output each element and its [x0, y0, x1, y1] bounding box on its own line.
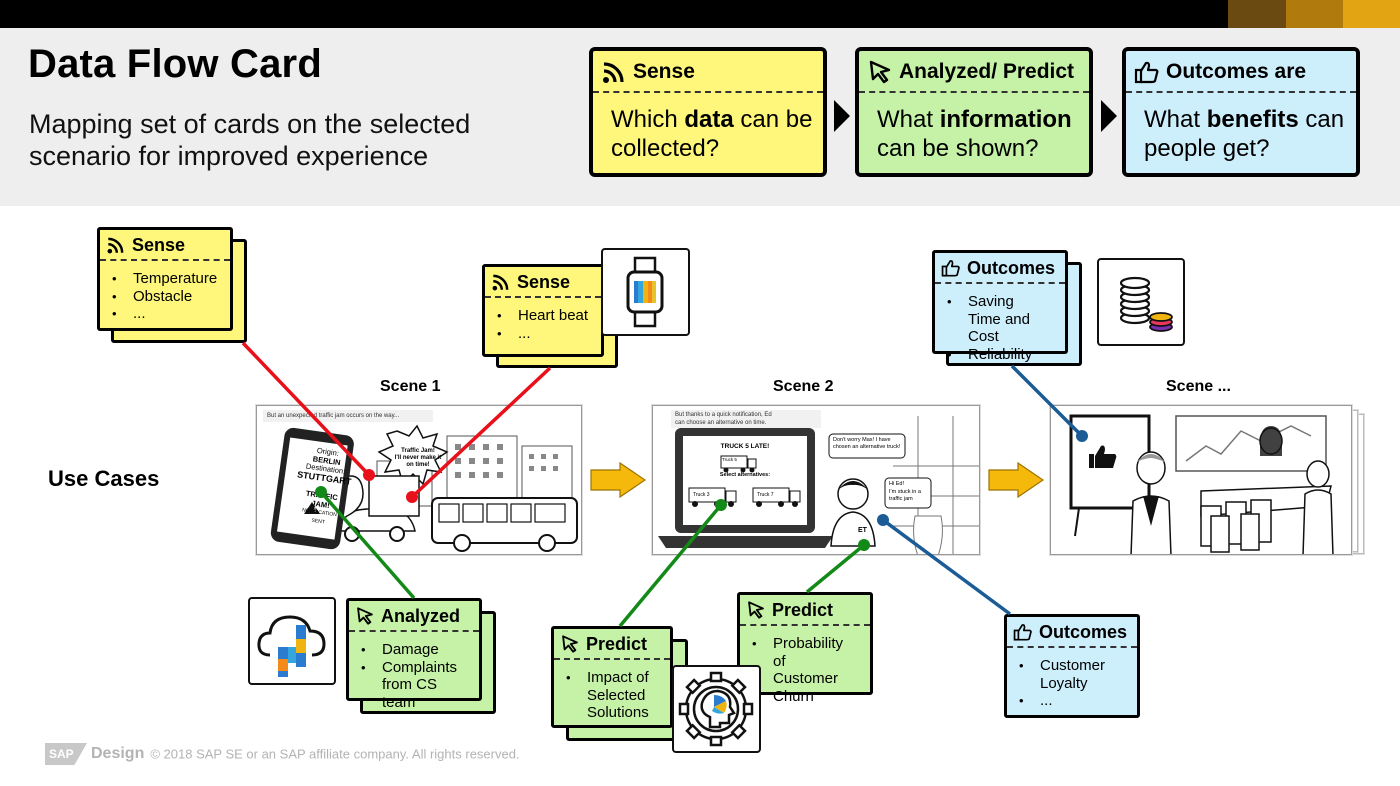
- sap-logo: SAP: [45, 743, 87, 765]
- truck-label: Truck 5: [722, 457, 737, 462]
- card-list: Heart beat ...: [485, 298, 601, 342]
- speech-bubble-text: Hi Ed! I'm stuck in a traffic jam: [889, 481, 921, 502]
- gear-head-icon: [672, 665, 761, 753]
- card-title: Sense: [132, 235, 186, 255]
- rss-icon: [107, 237, 124, 254]
- list-item: ...: [1019, 692, 1137, 710]
- legend-card-body: Which data can be collected?: [611, 106, 813, 162]
- card-title: Predict: [772, 600, 834, 620]
- flow-arrow: [988, 462, 1044, 498]
- legend-card-body: What benefits can people get?: [1144, 106, 1345, 162]
- color-swatch: [1286, 0, 1343, 28]
- laptop-screen-title: TRUCK 5 LATE!: [720, 443, 770, 450]
- list-item: Obstacle: [112, 288, 230, 306]
- analyzed-card: Analyzed Damage Complaints from CS team: [346, 598, 482, 711]
- outcomes-card-2: Outcomes Customer Loyalty ...: [1004, 614, 1140, 718]
- legend-arrow: [834, 100, 850, 132]
- card-list: Temperature Obstacle ...: [100, 261, 230, 323]
- outcomes-card-1: Outcomes Saving Time and Cost Reliabilit…: [932, 250, 1068, 363]
- laptop-screen-subtitle: Select alternatives:: [719, 472, 771, 478]
- top-bar: [0, 0, 1400, 28]
- rss-icon: [603, 62, 624, 83]
- thumbs-up-icon: [1013, 624, 1032, 641]
- scene-3-drawing: [1069, 414, 1334, 554]
- scene-label: Scene 1: [380, 378, 441, 395]
- sense-card-2: Sense Heart beat ...: [482, 264, 604, 357]
- svg-text:!: !: [314, 507, 316, 514]
- list-item: ...: [497, 325, 601, 343]
- list-item: Saving Time and Cost: [947, 293, 1045, 346]
- thumbs-up-icon: [1134, 61, 1159, 84]
- legend-card-body: What information can be shown?: [877, 106, 1072, 162]
- truck-label: Truck 7: [757, 492, 774, 498]
- card-title: Predict: [586, 634, 648, 654]
- card-list: Customer Loyalty ...: [1007, 648, 1137, 710]
- speech-bubble-text: Don't worry Max! I have chosen an altern…: [833, 437, 901, 450]
- cursor-icon: [562, 635, 578, 653]
- list-item: Customer Loyalty: [1019, 657, 1105, 692]
- card-title: Outcomes: [967, 258, 1056, 278]
- legend-arrow: [1101, 100, 1117, 132]
- card-list: Damage Complaints from CS team: [349, 632, 479, 711]
- scene-3-illustration: [1050, 405, 1352, 555]
- legend-card-analyzed: Analyzed/ Predict What information can b…: [855, 47, 1093, 177]
- legend-card-sense: Sense Which data can be collected?: [589, 47, 827, 177]
- speech-bubble-text: Traffic Jam! I'll never make it on time!: [394, 448, 442, 468]
- page-title: Data Flow Card: [28, 42, 322, 86]
- legend-card-outcomes: Outcomes are What benefits can people ge…: [1122, 47, 1360, 177]
- footer-brand: Design: [91, 745, 145, 762]
- cursor-icon: [869, 60, 891, 84]
- card-list: Impact of Selected Solutions: [554, 660, 670, 722]
- list-item: Reliability: [947, 346, 1065, 364]
- list-item: Probability of Customer Churn: [752, 635, 850, 705]
- badge-text: ET: [858, 527, 867, 534]
- list-item: Impact of Selected Solutions: [566, 669, 650, 722]
- sense-card-1: Sense Temperature Obstacle ...: [97, 227, 233, 331]
- card-title: Analyzed: [381, 606, 461, 626]
- legend-card-title: Outcomes are: [1166, 60, 1307, 83]
- color-swatch: [1228, 0, 1286, 28]
- scene-2-illustration: But thanks to a quick notification, Ed c…: [652, 405, 980, 555]
- card-title: Sense: [517, 272, 571, 292]
- cursor-icon: [748, 601, 764, 619]
- rss-icon: [492, 274, 509, 291]
- scene-1-illustration: But an unexpected traffic jam occurs on …: [256, 405, 582, 555]
- card-list: Probability of Customer Churn: [740, 626, 870, 705]
- predict-card-1: Predict Impact of Selected Solutions: [551, 626, 673, 728]
- color-swatch: [1343, 0, 1400, 28]
- page-subtitle: Mapping set of cards on the selected sce…: [29, 109, 471, 171]
- list-item: Heart beat: [497, 307, 601, 325]
- smartwatch-icon: [601, 248, 690, 336]
- card-title: Outcomes: [1039, 622, 1128, 642]
- list-item: Temperature: [112, 270, 230, 288]
- use-cases-label: Use Cases: [48, 466, 160, 491]
- scene-label: Scene 2: [773, 378, 834, 395]
- card-list: Saving Time and Cost Reliability: [935, 284, 1065, 363]
- truck-label: Truck 3: [693, 492, 710, 498]
- list-item: Complaints from CS team: [361, 659, 469, 712]
- footer-copyright: © 2018 SAP SE or an SAP affiliate compan…: [150, 746, 520, 762]
- phone-screen-text: Origin: BERLIN Destination: STUTTGART TR…: [296, 445, 353, 526]
- coins-stack-icon: [1097, 258, 1185, 346]
- legend-card-title: Analyzed/ Predict: [899, 60, 1075, 83]
- flow-arrow: [590, 462, 646, 498]
- legend-card-title: Sense: [633, 60, 695, 83]
- list-item: Damage: [361, 641, 479, 659]
- list-item: ...: [112, 305, 230, 323]
- cursor-icon: [357, 607, 373, 625]
- scene-label: Scene ...: [1166, 378, 1231, 395]
- cloud-chart-icon: [248, 597, 336, 685]
- thumbs-up-icon: [941, 260, 960, 277]
- scene-caption: But thanks to a quick notification, Ed c…: [671, 410, 821, 428]
